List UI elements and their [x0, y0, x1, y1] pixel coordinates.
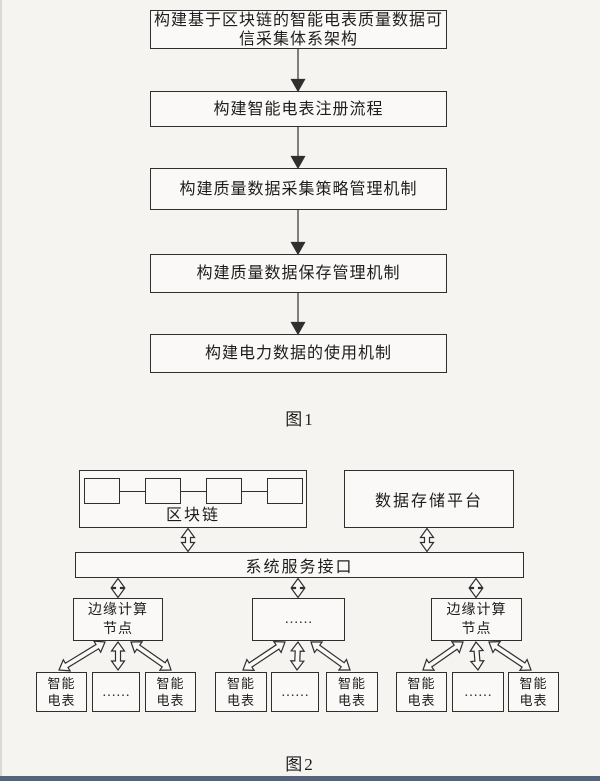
smart-meter-box: 智能 电表 — [508, 672, 559, 712]
arrow — [290, 241, 306, 256]
chain-link-line — [241, 490, 267, 492]
arrow — [58, 640, 106, 672]
smart-meter-box: 智能 电表 — [36, 672, 87, 712]
smart-meter-box: 智能 电表 — [215, 672, 267, 712]
arrow — [290, 155, 306, 170]
arrow — [419, 527, 435, 553]
smart-meter-box: 智能 电表 — [396, 672, 447, 712]
smart-meter-box: 智能 电表 — [145, 672, 196, 712]
arrow — [488, 640, 532, 672]
arrow — [469, 640, 485, 672]
flow-step-collection-strategy: 构建质量数据采集策略管理机制 — [150, 168, 447, 210]
blockchain-chain-icon — [83, 478, 303, 504]
arrow — [310, 641, 351, 671]
block-node-icon — [83, 478, 120, 504]
meter-ellipsis-box: …… — [452, 672, 504, 712]
meter-ellipsis-box: …… — [271, 672, 319, 712]
arrow — [130, 641, 172, 671]
meter-ellipsis-box: …… — [92, 672, 140, 712]
arrow — [290, 78, 306, 93]
block-node-icon — [205, 478, 242, 504]
figure2-caption: 图2 — [285, 755, 315, 774]
scan-left-edge — [0, 0, 2, 781]
blockchain-label: 区块链 — [165, 507, 220, 524]
edge-node-box-right: 边缘计算 节点 — [431, 598, 522, 641]
edge-node-box-ellipsis: …… — [252, 598, 345, 641]
arrow — [290, 321, 306, 336]
block-node-icon — [144, 478, 181, 504]
page-bottom-strip — [0, 776, 600, 781]
block-node-icon — [266, 478, 303, 504]
arrow — [468, 577, 484, 599]
arrow — [180, 527, 196, 553]
smart-meter-box: 智能 电表 — [326, 672, 378, 712]
flow-step-registration: 构建智能电表注册流程 — [150, 91, 447, 127]
arrow — [110, 640, 126, 672]
edge-node-box-left: 边缘计算 节点 — [73, 598, 163, 641]
flow-step-architecture: 构建基于区块链的智能电表质量数据可信采集体系架构 — [150, 10, 447, 49]
blockchain-box: 区块链 — [79, 470, 307, 528]
arrow — [110, 577, 126, 599]
chain-link-line — [119, 490, 145, 492]
data-storage-platform-box: 数据存储平台 — [344, 470, 514, 528]
arrow — [290, 577, 306, 599]
flow-step-data-usage: 构建电力数据的使用机制 — [150, 334, 447, 373]
chain-link-line — [180, 490, 206, 492]
arrow — [422, 641, 464, 671]
figure1-caption: 图1 — [285, 410, 315, 429]
flow-step-storage-management: 构建质量数据保存管理机制 — [150, 254, 447, 293]
arrow — [242, 640, 286, 672]
system-service-interface-bar: 系统服务接口 — [75, 552, 524, 578]
arrow — [289, 640, 306, 672]
